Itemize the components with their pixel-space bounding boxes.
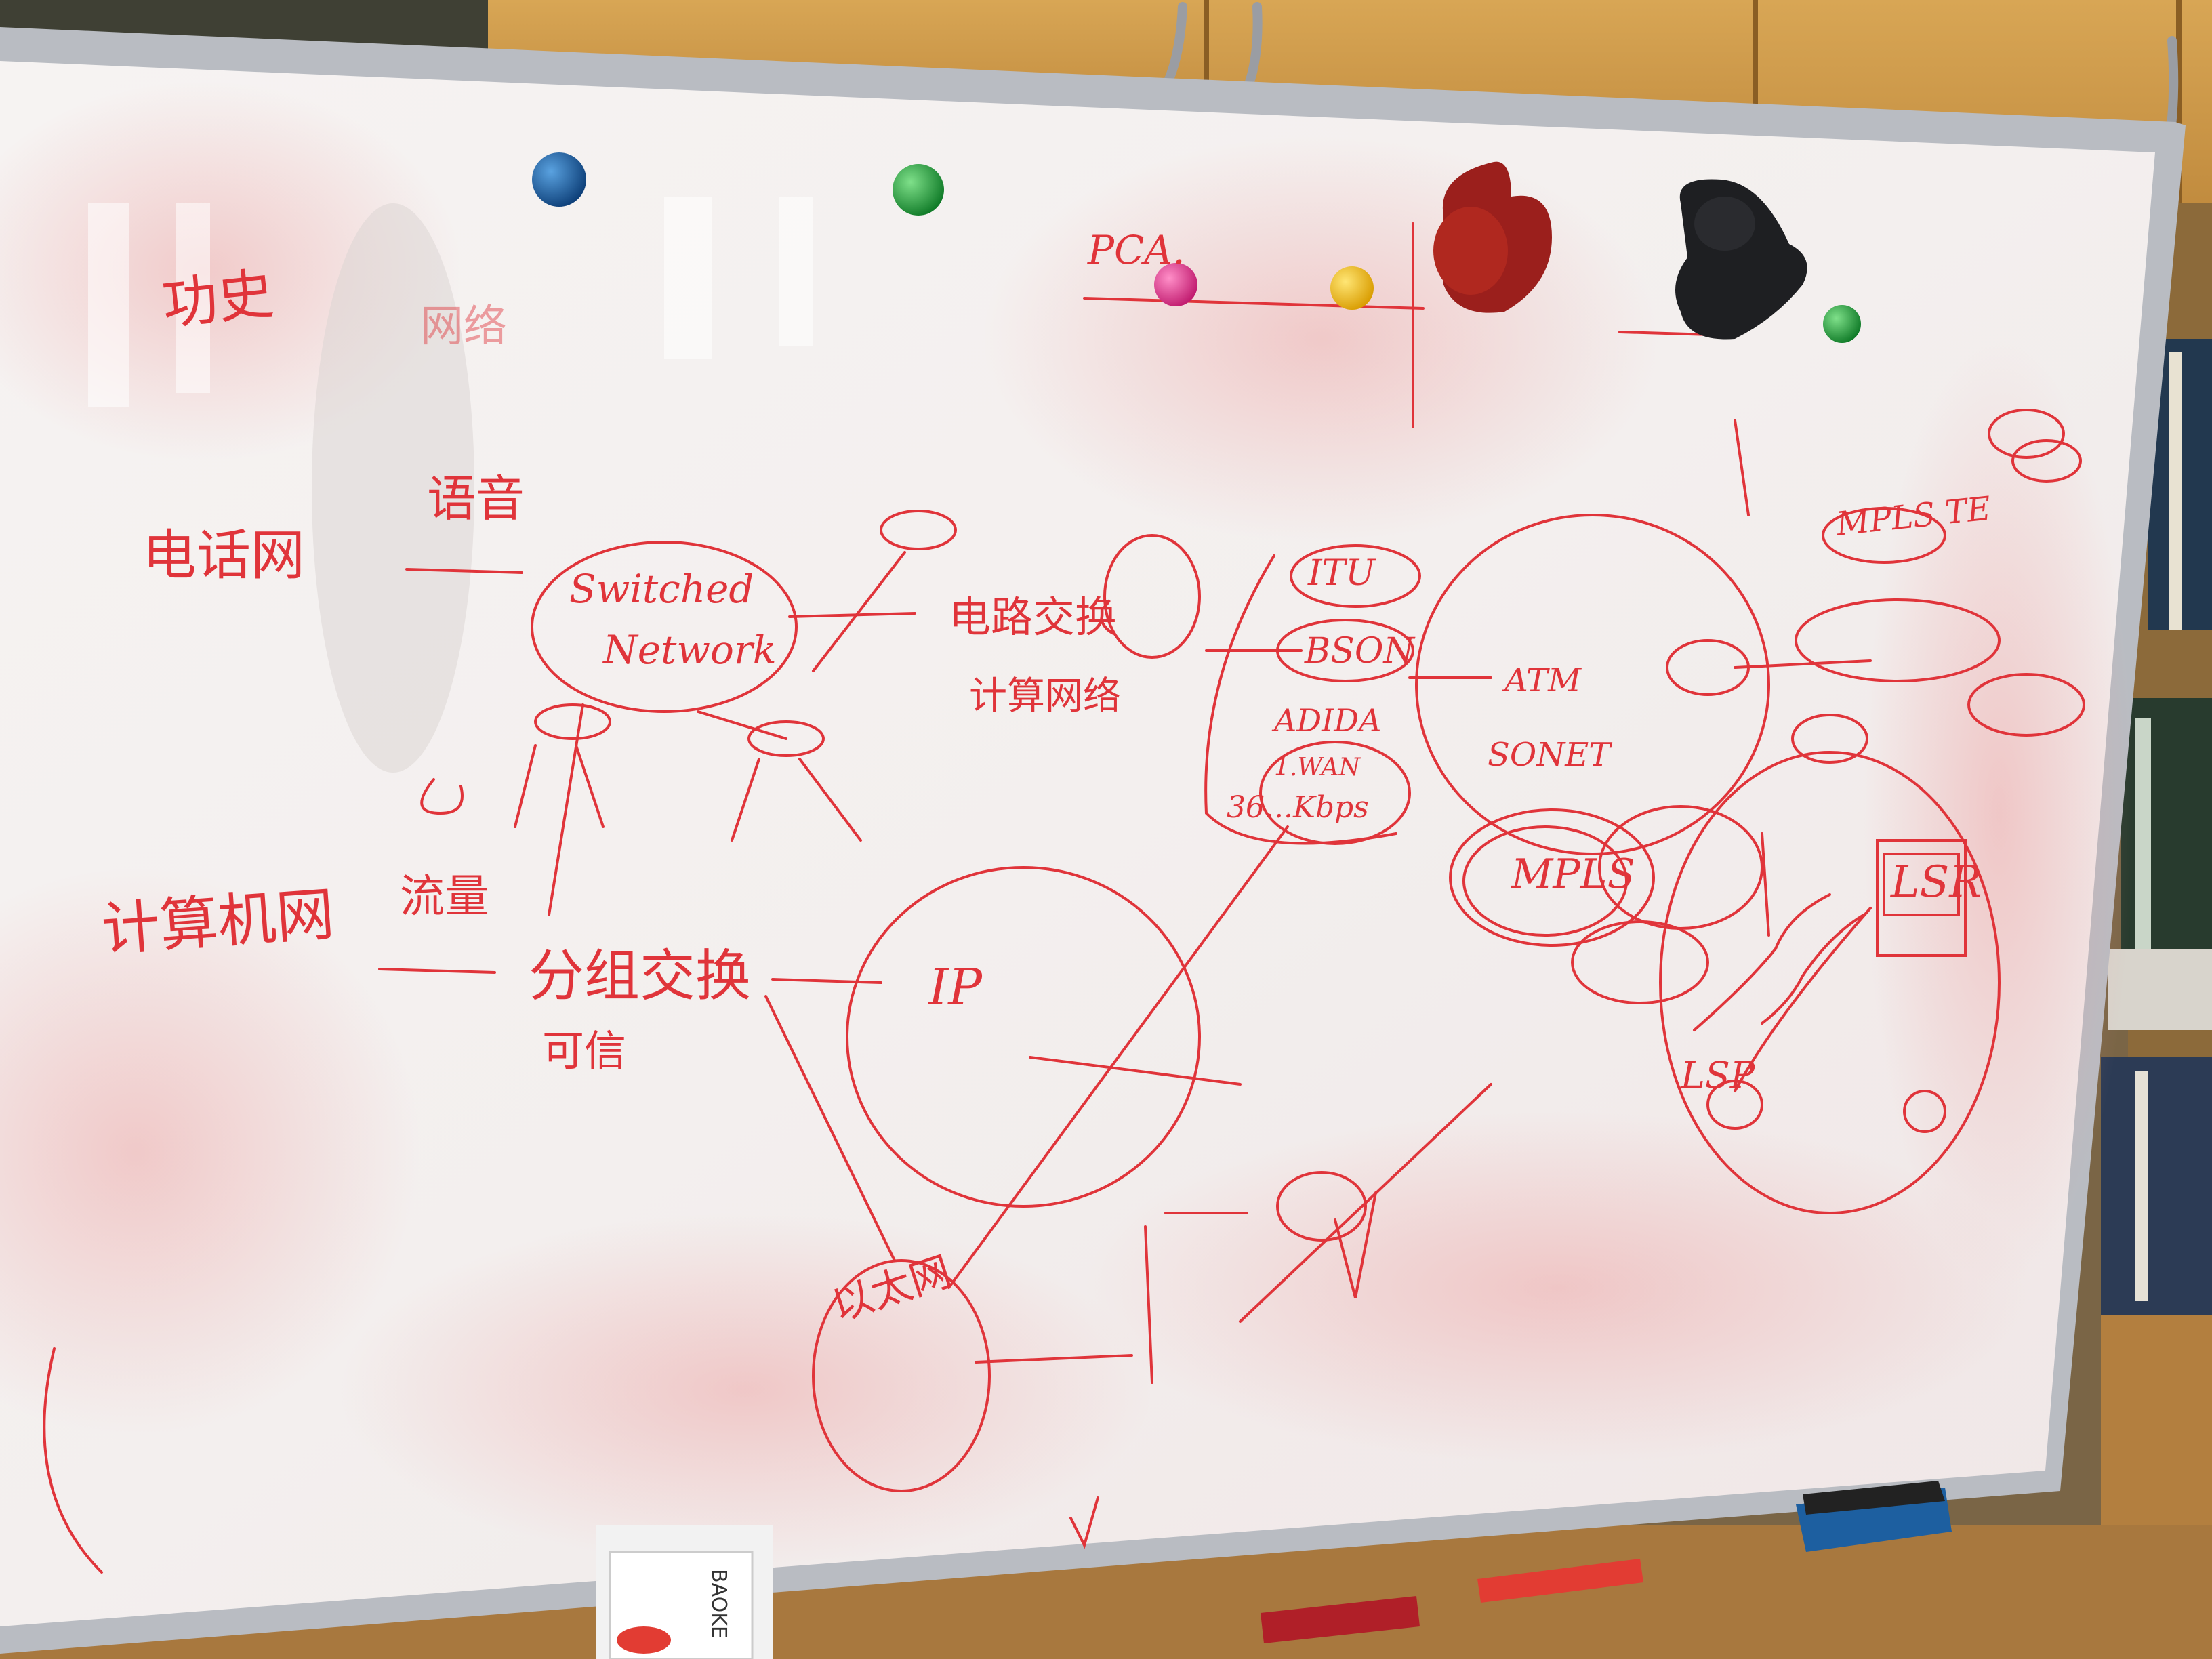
annotation-wan: 1.WAN [1274, 754, 1361, 781]
annotation-traffic: 流量 [400, 870, 489, 922]
diagram-ink [43, 222, 2085, 1574]
magnet-yellow [1330, 266, 1374, 310]
marker-box-brand: BAOKE [707, 1569, 731, 1639]
annotation-mpls: MPLS [1511, 851, 1635, 898]
annotation-itu: ITU [1308, 553, 1376, 594]
marker [1261, 1596, 1420, 1643]
annotation-ip: IP [928, 958, 983, 1017]
magnet-green [893, 164, 944, 216]
annotation-voice: 语音 [427, 470, 525, 527]
shadow [312, 203, 474, 773]
annotation-lsr: LSR [1891, 857, 1982, 907]
annotation-history: 功史 [159, 262, 277, 337]
annotation-computer-network: 计算机网 [99, 880, 337, 964]
erased-ink-haze [0, 81, 2135, 1565]
magnet-red-hand [1433, 161, 1552, 313]
annotation-atm: ATM [1504, 661, 1582, 699]
annotation-pca: PCA. [1088, 227, 1185, 273]
annotation-lsp: LSP [1681, 1054, 1755, 1097]
annotation-circuit-switching: 电路交换 [949, 592, 1118, 642]
annotation-network-en: Network [603, 627, 777, 673]
annotation-kbps: 36...Kbps [1227, 790, 1369, 825]
magnet-pink [1154, 263, 1197, 306]
bookshelf [2101, 203, 2212, 1659]
magnet-blue [532, 152, 586, 207]
annotation-computing-network: 计算网络 [969, 674, 1121, 718]
magnet-green [1823, 305, 1861, 343]
annotation-packet-switching: 分组交换 [529, 944, 752, 1008]
annotation-trusted: 可信 [542, 1026, 627, 1076]
annotation-sonet: SONET [1488, 736, 1611, 774]
magnet-black-hand [1675, 179, 1807, 340]
annotation-bson: BSON [1305, 631, 1414, 672]
magnets [532, 152, 1861, 343]
annotation-adida: ADIDA [1274, 702, 1382, 739]
annotation-switched: Switched [569, 566, 754, 612]
marker [1477, 1559, 1643, 1603]
annotation-telephone-net: 电话网 [142, 524, 305, 587]
board-tray-items [596, 1481, 1952, 1659]
glare [88, 197, 813, 407]
annotation-network: 网络 [420, 302, 507, 352]
